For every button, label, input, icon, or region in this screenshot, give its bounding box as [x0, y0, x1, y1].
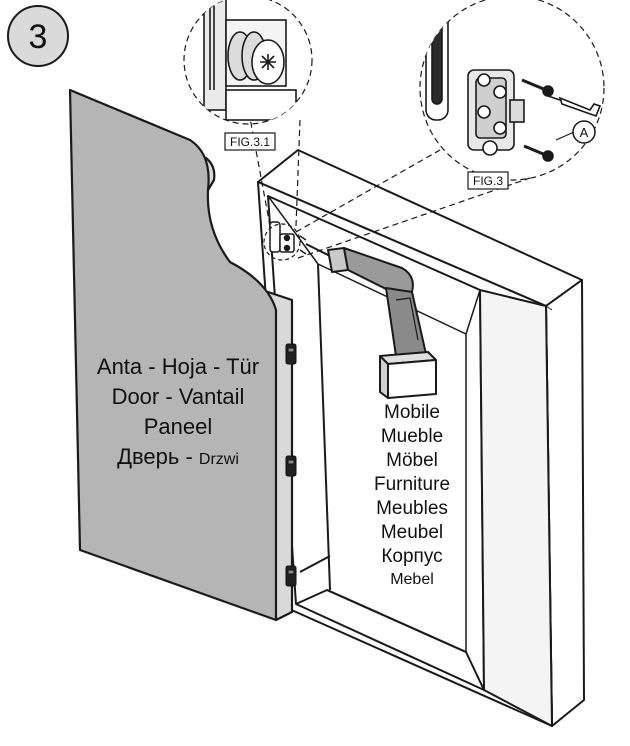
screw-icon	[523, 144, 554, 162]
hinge-icon	[285, 455, 297, 477]
cabinet-label-line-4: Furniture	[374, 474, 450, 495]
hinge-icon	[467, 69, 525, 156]
fig-3-label-box: FIG.3	[467, 171, 509, 190]
step-badge: 3	[7, 5, 69, 67]
door-hinges	[285, 343, 297, 587]
screwdriver-icon	[547, 95, 602, 118]
cabinet-label: Mobile Mueble Möbel Furniture Meubles Me…	[374, 402, 450, 588]
fig-3-1-label: FIG.3.1	[230, 135, 270, 149]
fig-3-detail	[425, 9, 602, 162]
door-label-line-3: Paneel	[144, 414, 213, 439]
screw-icon	[227, 31, 285, 85]
door-label: Anta - Hoja - Tür Door - Vantail Paneel …	[97, 354, 259, 469]
door-face	[68, 88, 278, 622]
fig-3-label: FIG.3	[473, 174, 503, 188]
door-panel	[68, 88, 294, 622]
hinge-icon	[263, 221, 307, 261]
callout-a: A	[555, 120, 596, 144]
detail-leaders	[183, 0, 605, 259]
cabinet-label-line-5: Meubles	[376, 498, 448, 519]
cabinet-label-line-6: Meubel	[381, 522, 443, 543]
detail-circle-fig3-1	[183, 0, 313, 125]
cabinet-label-line-3: Möbel	[386, 450, 438, 471]
cabinet-label-line-2: Mueble	[381, 426, 443, 447]
door-label-line-1: Anta - Hoja - Tür	[97, 354, 259, 379]
screw-icon	[521, 78, 554, 97]
detail-circle-fig3	[419, 0, 605, 181]
cabinet-label-line-7: Корпус	[381, 546, 442, 567]
door-label-line-4-main: Дверь -	[117, 444, 199, 469]
cabinet-label-line-8: Mebel	[390, 571, 434, 588]
door-label-line-4-small: Drzwi	[199, 451, 239, 468]
callout-a-label: A	[580, 125, 589, 140]
door-label-line-4: Дверь - Drzwi	[117, 444, 239, 469]
drill-icon	[305, 243, 437, 399]
cabinet-label-line-1: Mobile	[384, 402, 440, 423]
hinge-icon	[285, 343, 297, 365]
hinge-icon	[285, 565, 297, 587]
door-label-line-2: Door - Vantail	[112, 384, 245, 409]
fig-3-1-label-box: FIG.3.1	[224, 132, 276, 151]
fig-3-1-detail	[203, 0, 297, 121]
step-number: 3	[29, 18, 48, 56]
cabinet	[257, 149, 585, 727]
cabinet-inner-side	[479, 289, 553, 727]
